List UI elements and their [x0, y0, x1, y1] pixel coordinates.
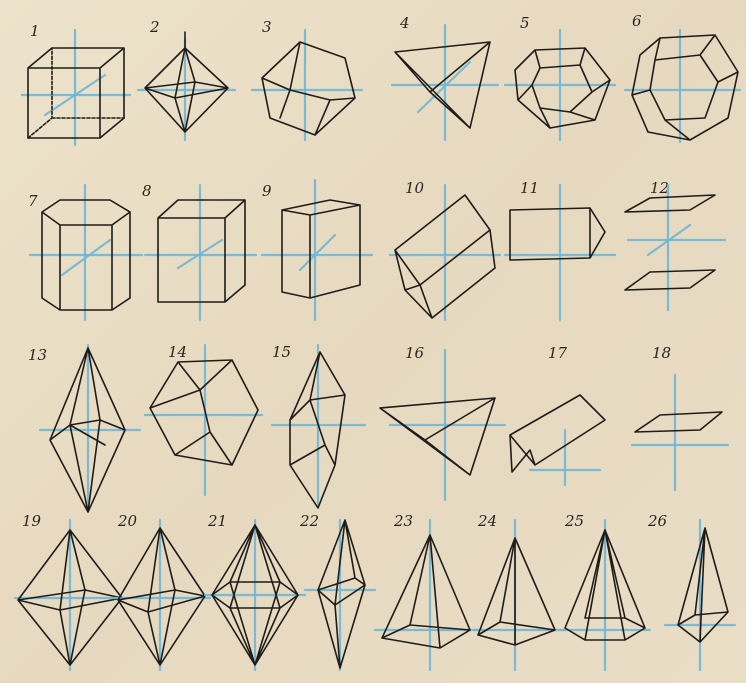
figure-label: 20 — [117, 512, 138, 530]
figure-label: 18 — [652, 344, 671, 362]
figure-22: 22 — [299, 512, 375, 670]
figure-label: 24 — [477, 512, 497, 530]
figure-label: 17 — [548, 344, 568, 362]
figure-6: 6 — [625, 12, 740, 142]
figure-label: 21 — [207, 512, 227, 530]
figure-9: 9 — [262, 180, 372, 320]
figure-25: 25 — [560, 512, 650, 670]
figure-label: 8 — [142, 182, 152, 200]
figure-23: 23 — [375, 512, 480, 670]
figure-label: 10 — [405, 179, 425, 197]
figure-18: 18 — [632, 344, 728, 490]
figure-2: 2 — [138, 18, 235, 140]
figure-4: 4 — [392, 14, 498, 140]
figure-label: 25 — [564, 512, 584, 530]
figure-label: 3 — [262, 18, 272, 36]
figure-label: 26 — [647, 512, 668, 530]
figure-26: 26 — [647, 512, 735, 670]
figure-7: 7 — [28, 185, 142, 320]
figure-label: 1 — [30, 22, 40, 40]
figure-15: 15 — [272, 343, 365, 508]
figure-5: 5 — [505, 14, 615, 140]
figure-3: 3 — [252, 18, 362, 140]
figure-label: 13 — [28, 346, 47, 364]
figure-label: 15 — [272, 343, 291, 361]
figure-16: 16 — [380, 344, 505, 500]
figure-label: 9 — [262, 182, 272, 200]
figure-label: 14 — [168, 343, 187, 361]
figure-label: 23 — [393, 512, 413, 530]
figure-21: 21 — [205, 512, 305, 670]
figure-14: 14 — [145, 343, 262, 495]
figure-label: 11 — [520, 179, 539, 197]
figure-20: 20 — [112, 512, 210, 670]
figure-13: 13 — [28, 345, 140, 512]
figure-label: 4 — [399, 14, 410, 32]
figure-label: 22 — [299, 512, 319, 530]
figure-label: 6 — [632, 12, 642, 30]
figure-1: 1 — [22, 22, 130, 145]
figure-8: 8 — [142, 182, 256, 320]
figure-10: 10 — [390, 179, 500, 320]
figure-11: 11 — [505, 179, 615, 320]
figure-label: 7 — [28, 192, 38, 210]
figure-12: 12 — [625, 179, 725, 310]
figure-label: 16 — [405, 344, 425, 362]
figure-19: 19 — [15, 512, 125, 670]
figure-label: 12 — [650, 179, 669, 197]
figure-label: 5 — [520, 14, 530, 32]
figure-label: 19 — [22, 512, 42, 530]
figure-17: 17 — [510, 344, 605, 485]
figure-label: 2 — [149, 18, 160, 36]
figure-24: 24 — [475, 512, 565, 670]
